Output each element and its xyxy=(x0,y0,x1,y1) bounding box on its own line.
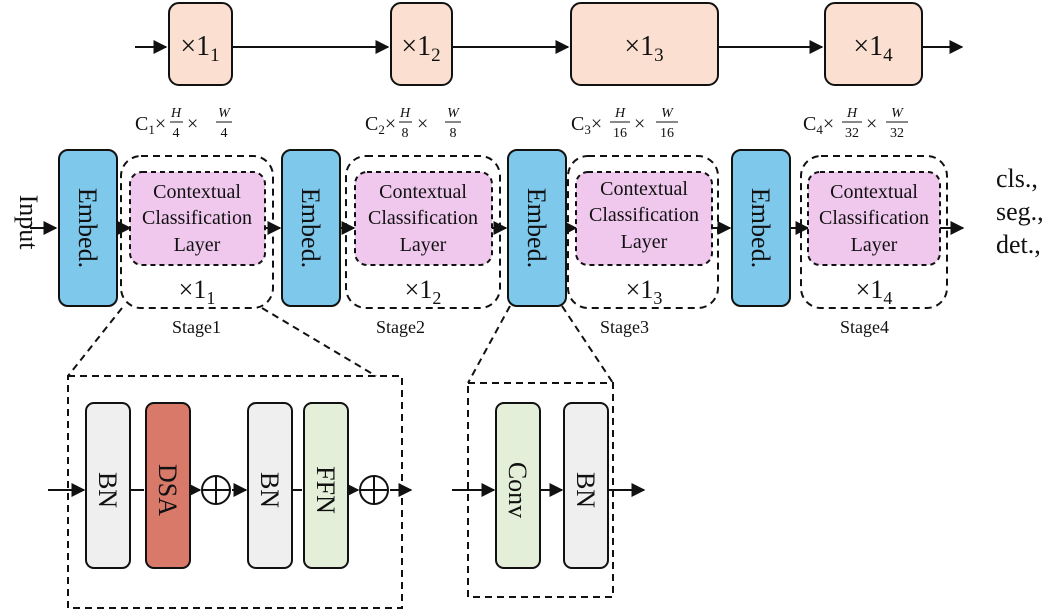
svg-text:16: 16 xyxy=(613,126,627,141)
repeat-box-4 xyxy=(824,2,923,86)
zoom-lines xyxy=(67,305,614,384)
dimension-label-3: C3× H 16 × W 16 xyxy=(571,106,678,141)
conv-block xyxy=(495,402,541,569)
output-labels: cls., seg., det., xyxy=(996,164,1044,259)
stage-name: Stage4 xyxy=(840,317,889,337)
stage-repeat: ×13 xyxy=(626,275,663,308)
repeat-box-2 xyxy=(390,2,453,86)
svg-text:8: 8 xyxy=(402,126,409,141)
svg-text:×: × xyxy=(634,113,645,135)
svg-text:32: 32 xyxy=(890,126,904,141)
svg-text:C3×: C3× xyxy=(571,113,602,137)
svg-text:BN: BN xyxy=(571,472,600,508)
output-seg: seg., xyxy=(996,197,1044,226)
ccl-line-1: Contextual xyxy=(600,178,688,200)
stage-name: Stage3 xyxy=(600,317,649,337)
embed-block-1: Embed. xyxy=(58,149,118,307)
input-label: Input xyxy=(14,195,43,251)
svg-text:4: 4 xyxy=(221,126,228,141)
svg-text:H: H xyxy=(614,106,626,121)
embed-detail: Conv BN xyxy=(452,382,646,598)
svg-text:H: H xyxy=(170,106,182,121)
svg-text:4: 4 xyxy=(173,126,180,141)
svg-text:H: H xyxy=(399,106,411,121)
embed-label: Embed. xyxy=(522,188,551,268)
svg-text:32: 32 xyxy=(845,126,859,141)
ccl-detail: BN DSA BN FFN xyxy=(48,375,413,609)
stage-3: Contextual Classification Layer ×13 Stag… xyxy=(567,155,719,337)
ccl-line-3: Layer xyxy=(400,234,447,256)
ccl-line-3: Layer xyxy=(621,231,668,253)
bn-block-1 xyxy=(85,402,131,569)
embed-block-2: Embed. xyxy=(281,149,341,307)
top-repeat-row: ×11 ×12 ×13 ×14 xyxy=(135,2,964,86)
ccl-line-2: Classification xyxy=(142,207,252,229)
svg-text:C4×: C4× xyxy=(803,113,834,137)
svg-text:W: W xyxy=(661,106,674,121)
bn-block-3 xyxy=(563,402,609,569)
svg-text:×: × xyxy=(866,113,877,135)
repeat-label-1: ×11 xyxy=(180,31,219,66)
svg-text:DSA: DSA xyxy=(153,464,182,516)
stage-name: Stage2 xyxy=(376,317,425,337)
bn-block-2 xyxy=(247,402,293,569)
repeat-box-1 xyxy=(168,2,233,86)
stage-repeat: ×12 xyxy=(405,275,442,308)
dsa-block xyxy=(145,402,191,569)
svg-text:16: 16 xyxy=(660,126,674,141)
dimension-label-2: C2× H 8 × W 8 xyxy=(365,106,461,141)
ccl-line-1: Contextual xyxy=(153,181,241,203)
add-icon-2 xyxy=(359,475,389,505)
output-cls: cls., xyxy=(996,164,1038,193)
stage-1: Contextual Classification Layer ×11 Stag… xyxy=(120,155,274,337)
stage-repeat: ×11 xyxy=(179,275,216,308)
svg-text:W: W xyxy=(218,106,231,121)
add-icon-1 xyxy=(201,475,231,505)
svg-text:Conv: Conv xyxy=(503,462,532,518)
svg-text:×: × xyxy=(417,113,428,135)
repeat-label-2: ×12 xyxy=(401,31,440,66)
embed-block-3: Embed. xyxy=(507,149,567,307)
ccl-line-1: Contextual xyxy=(830,181,918,203)
dimension-label-1: C1× H 4 × W 4 xyxy=(135,106,232,141)
dimension-label-4: C4× H 32 × W 32 xyxy=(803,106,908,141)
svg-text:8: 8 xyxy=(450,126,457,141)
svg-text:BN: BN xyxy=(255,472,284,508)
stage-name: Stage1 xyxy=(172,317,221,337)
ccl-line-3: Layer xyxy=(174,234,221,256)
svg-text:BN: BN xyxy=(93,472,122,508)
svg-text:FFN: FFN xyxy=(311,466,340,514)
ccl-line-2: Classification xyxy=(368,207,478,229)
svg-text:C1×: C1× xyxy=(135,113,166,137)
embed-label: Embed. xyxy=(296,188,325,268)
ccl-line-3: Layer xyxy=(851,234,898,256)
embed-label: Embed. xyxy=(746,188,775,268)
ffn-block xyxy=(303,402,349,569)
repeat-box-3 xyxy=(570,2,719,86)
stage-4: Contextual Classification Layer ×14 Stag… xyxy=(800,155,948,337)
stage-2: Contextual Classification Layer ×12 Stag… xyxy=(345,155,501,337)
output-det: det., xyxy=(996,230,1041,259)
svg-text:W: W xyxy=(891,106,904,121)
stage-repeat: ×14 xyxy=(856,275,893,308)
embed-block-4: Embed. xyxy=(731,149,791,307)
repeat-label-3: ×13 xyxy=(624,31,663,66)
ccl-line-2: Classification xyxy=(819,207,929,229)
ccl-line-1: Contextual xyxy=(379,181,467,203)
ccl-line-2: Classification xyxy=(589,204,699,226)
svg-text:C2×: C2× xyxy=(365,113,396,137)
svg-text:H: H xyxy=(846,106,858,121)
repeat-label-4: ×14 xyxy=(853,31,893,66)
svg-text:×: × xyxy=(187,113,198,135)
embed-label: Embed. xyxy=(73,188,102,268)
svg-text:W: W xyxy=(447,106,460,121)
